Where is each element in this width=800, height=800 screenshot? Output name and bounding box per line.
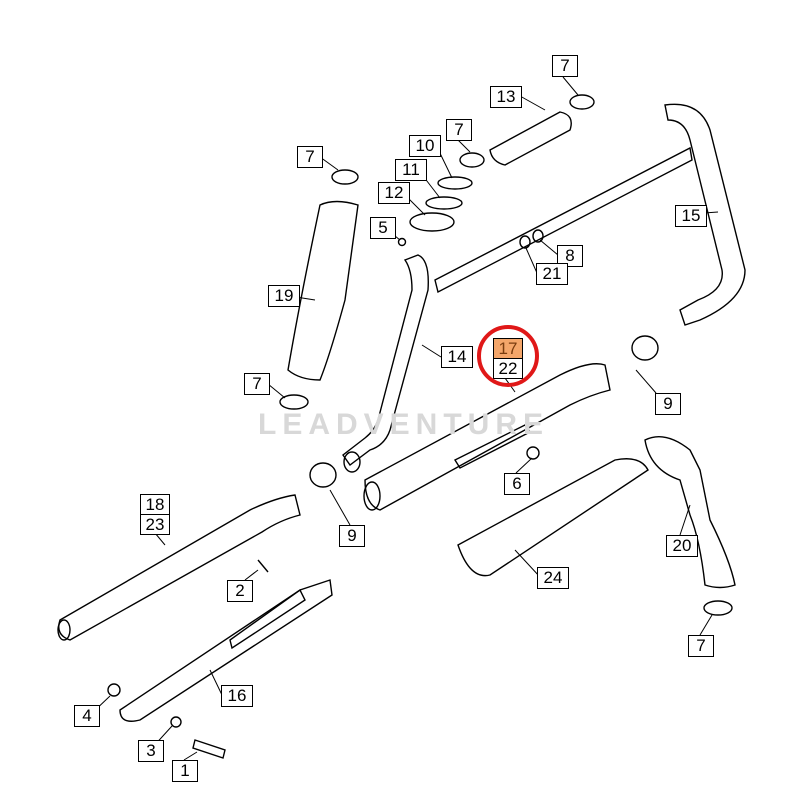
callout-9[interactable]: 9 xyxy=(655,393,681,415)
callout-9[interactable]: 9 xyxy=(339,525,365,547)
muffler-outlet xyxy=(57,619,71,641)
callout-15[interactable]: 15 xyxy=(675,205,707,227)
part-20-heat-shield xyxy=(644,436,736,589)
part-4-nut xyxy=(107,683,121,697)
callout-6[interactable]: 6 xyxy=(504,473,530,495)
part-7-clamp-icon xyxy=(279,394,309,410)
part-5-nut xyxy=(397,237,407,247)
callout-7[interactable]: 7 xyxy=(244,373,270,395)
part-12-flange xyxy=(409,212,455,232)
callout-3[interactable]: 3 xyxy=(138,740,164,762)
callout-7[interactable]: 7 xyxy=(446,119,472,141)
part-1-bolt xyxy=(192,739,226,759)
part-7-clamp-icon xyxy=(703,600,733,616)
highlight-ring xyxy=(477,325,539,387)
muffler-label-plate xyxy=(453,424,532,469)
callout-5[interactable]: 5 xyxy=(370,217,396,239)
callout-19[interactable]: 19 xyxy=(268,285,300,307)
part-17-22-upper-muffler xyxy=(364,363,611,511)
part-19-heat-shield xyxy=(287,200,359,381)
part-18-23-lower-muffler xyxy=(58,494,301,641)
part-10-gasket xyxy=(437,176,473,190)
callout-20[interactable]: 20 xyxy=(666,535,698,557)
part-16-slot xyxy=(229,588,306,650)
callout-24[interactable]: 24 xyxy=(537,567,569,589)
part-11-ring xyxy=(425,196,463,210)
callout-8[interactable]: 8 xyxy=(557,245,583,267)
callout-11[interactable]: 11 xyxy=(395,159,427,181)
part-2-bolt xyxy=(257,559,269,573)
callout-10[interactable]: 10 xyxy=(409,135,441,157)
part-14-rear-header xyxy=(342,254,429,466)
callout-18-23[interactable]: 18 23 xyxy=(140,494,170,535)
callout-4[interactable]: 4 xyxy=(74,705,100,727)
watermark: LEADVENTURE xyxy=(258,408,550,441)
part-14-outlet xyxy=(343,451,361,473)
callout-12[interactable]: 12 xyxy=(378,182,410,204)
part-3-washer xyxy=(170,716,182,728)
callout-2[interactable]: 2 xyxy=(227,580,253,602)
part-15-crossover-pipe xyxy=(434,146,693,294)
part-9-clamp xyxy=(309,462,337,488)
part-13-heat-shield xyxy=(489,111,572,166)
callout-16[interactable]: 16 xyxy=(221,685,253,707)
callout-23[interactable]: 23 xyxy=(140,515,170,535)
part-21-washer xyxy=(519,235,531,249)
callout-7[interactable]: 7 xyxy=(297,146,323,168)
part-6-nut xyxy=(526,446,540,460)
part-8-washer xyxy=(532,229,544,243)
callout-13[interactable]: 13 xyxy=(490,86,522,108)
callout-18[interactable]: 18 xyxy=(140,494,170,515)
callout-7[interactable]: 7 xyxy=(552,55,578,77)
part-24-heat-shield xyxy=(457,458,649,577)
callout-14[interactable]: 14 xyxy=(441,346,473,368)
callout-21[interactable]: 21 xyxy=(536,263,568,285)
callout-1[interactable]: 1 xyxy=(172,760,198,782)
muffler-inlet xyxy=(363,481,381,511)
callout-7[interactable]: 7 xyxy=(688,635,714,657)
part-15-front-header xyxy=(664,103,746,326)
part-7-clamp-icon xyxy=(459,152,485,168)
part-9-clamp xyxy=(631,335,659,361)
part-7-clamp-icon xyxy=(331,169,359,185)
part-7-clamp-icon xyxy=(569,94,595,110)
part-16-bracket xyxy=(119,579,333,722)
